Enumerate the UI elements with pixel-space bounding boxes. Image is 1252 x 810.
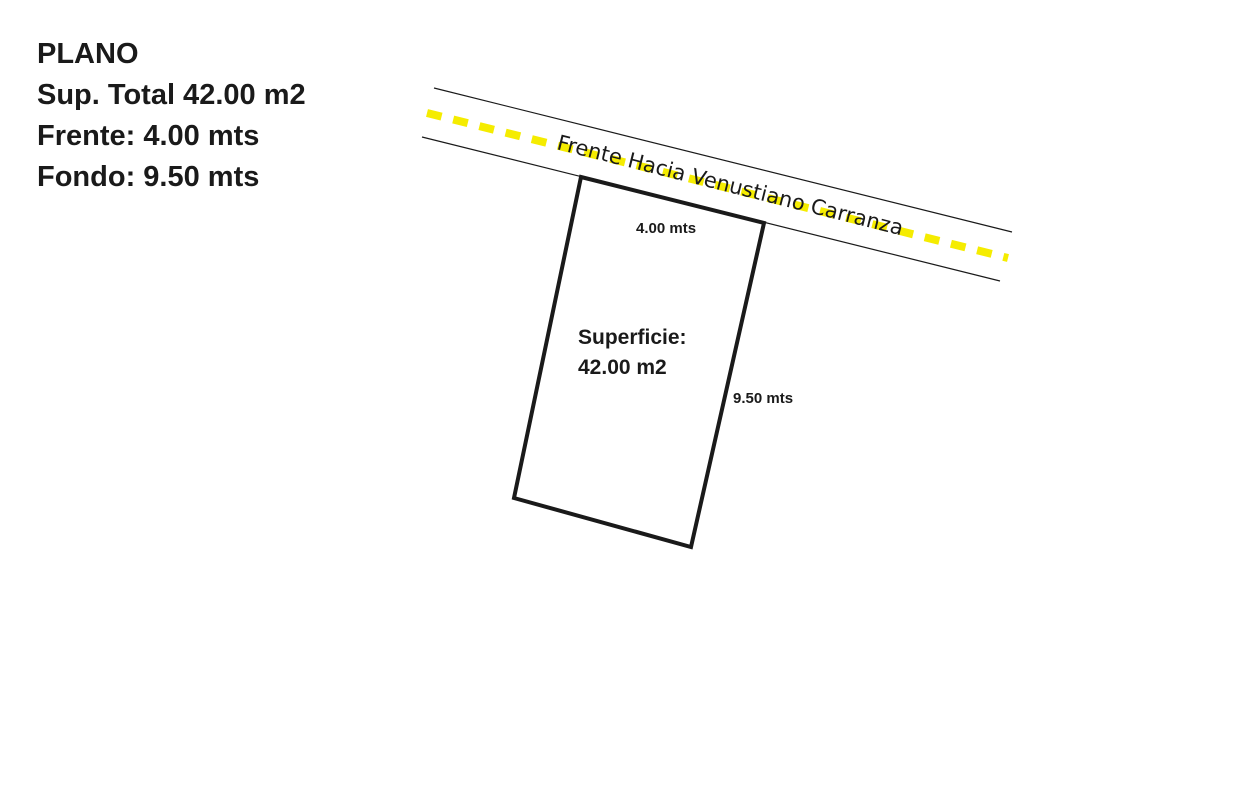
lot: 4.00 mts 9.50 mts Superficie: 42.00 m2 [511, 174, 793, 550]
lot-front-dimension: 4.00 mts [636, 220, 696, 237]
front-length-text: Frente: 4.00 mts [37, 120, 260, 152]
depth-length-text: Fondo: 9.50 mts [37, 161, 260, 193]
street-centerline [426, 109, 1009, 262]
plan-header: PLANO Sup. Total 42.00 m2 Frente: 4.00 m… [37, 34, 306, 198]
lot-side-dimension: 9.50 mts [733, 390, 793, 407]
street-edge-top [433, 87, 1013, 233]
lot-area-label: Superficie: [578, 326, 687, 349]
lot-area-value: 42.00 m2 [578, 356, 667, 379]
street: Frente Hacia Venustiano Carranza [421, 87, 1013, 282]
lot-outline [511, 174, 767, 550]
total-area-text: Sup. Total 42.00 m2 [37, 79, 306, 111]
plan-title: PLANO [37, 38, 139, 70]
